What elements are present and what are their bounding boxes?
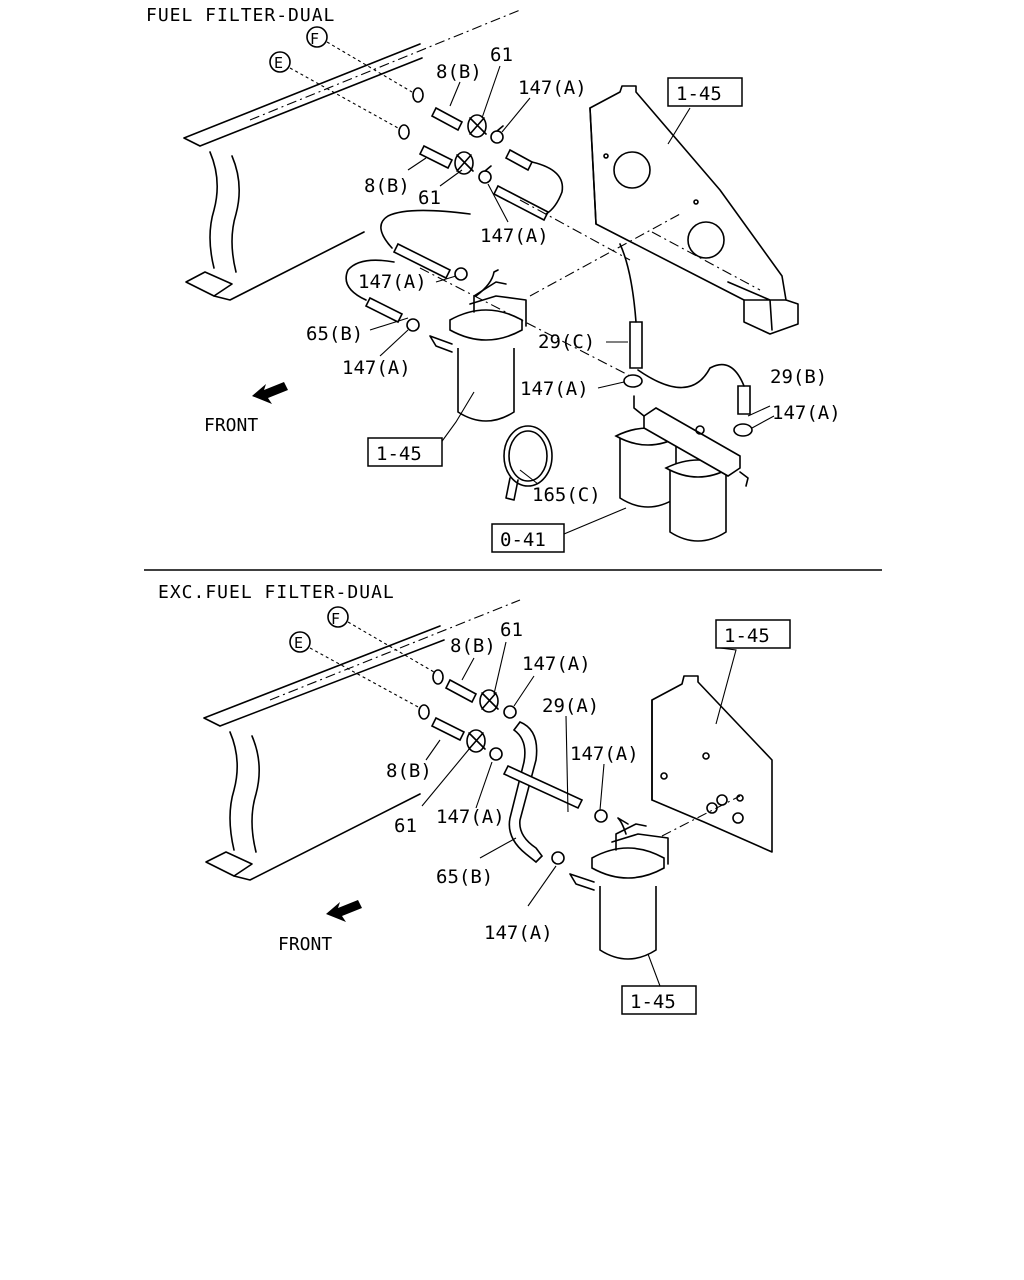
ref-circle-e-bottom: E: [289, 631, 311, 653]
label-61-upper-bottom: 61: [500, 619, 523, 641]
clamp-147a-a-top: [490, 125, 504, 144]
ref-circle-e-top: E: [269, 51, 291, 73]
hose-8b-lower-bottom: [430, 716, 466, 742]
clamp-147a-d-bottom: [551, 851, 565, 865]
clamp-147a-d-top: [406, 318, 420, 332]
pipe-loop-top: [531, 161, 564, 215]
ref-circle-f-bottom: F: [327, 606, 349, 628]
section-title-exc-fuel-filter-dual: EXC.FUEL FILTER-DUAL: [158, 582, 395, 603]
label-8b-upper-bottom: 8(B): [450, 635, 496, 657]
clamp-147a-c-top: [454, 267, 468, 281]
hose-29b-top: [737, 385, 751, 415]
ref-leader-lines-top: [289, 41, 413, 129]
hose-65b-top: [364, 296, 404, 324]
clip-61-lower-top: [454, 151, 474, 175]
label-61-upper-top: 61: [490, 44, 513, 66]
label-147a-1-bottom: 147(A): [522, 653, 591, 675]
clip-61-upper-bottom: [479, 689, 499, 713]
hose-8b-lower-top: [418, 144, 454, 170]
label-165c-top: 165(C): [532, 484, 601, 506]
label-147a-2-top: 147(A): [480, 225, 549, 247]
o-ring-lower-top: [398, 124, 410, 140]
frame-rail-bottom: [203, 599, 521, 881]
clip-61-lower-bottom: [466, 729, 486, 753]
front-label-bottom: FRONT: [278, 934, 332, 955]
label-147a-2-bottom: 147(A): [570, 743, 639, 765]
label-147a-3-bottom: 147(A): [436, 806, 505, 828]
svg-text:E: E: [294, 634, 303, 652]
svg-text:1-45: 1-45: [376, 443, 422, 465]
label-8b-lower-top: 8(B): [364, 175, 410, 197]
centerline-b-top: [529, 213, 681, 297]
fuel-filter-single-top: [429, 269, 527, 422]
o-ring-lower-bottom: [418, 704, 430, 720]
svg-text:F: F: [310, 30, 319, 48]
section-title-fuel-filter-dual: FUEL FILTER-DUAL: [146, 5, 335, 26]
ref-box-145-bracket-top: 1-45: [667, 77, 743, 107]
centerline-a-top: [419, 267, 639, 381]
bracket-plate-bottom: [651, 675, 773, 853]
front-arrow-icon-bottom: [326, 900, 362, 922]
frame-rail-top: [183, 9, 521, 301]
svg-text:1-45: 1-45: [676, 83, 722, 105]
label-147a-5-top: 147(A): [520, 378, 589, 400]
label-147a-4-bottom: 147(A): [484, 922, 553, 944]
hose-long-a-top: [492, 184, 550, 222]
svg-text:1-45: 1-45: [724, 625, 770, 647]
label-29a-bottom: 29(A): [542, 695, 599, 717]
ref-box-145-filter-bottom: 1-45: [621, 985, 697, 1015]
label-147a-4-top: 147(A): [342, 357, 411, 379]
hose-short-top: [504, 148, 534, 172]
ref-circle-f-top: F: [306, 26, 328, 48]
o-ring-upper-bottom: [432, 669, 444, 685]
label-147a-3-top: 147(A): [358, 271, 427, 293]
label-65b-bottom: 65(B): [436, 866, 493, 888]
hose-8b-upper-bottom: [444, 678, 478, 704]
pipe-curve-b-top: [345, 259, 395, 301]
hose-29c-top: [629, 321, 643, 369]
ref-leader-lines-bottom: [309, 621, 435, 709]
hose-long-b-top: [392, 242, 452, 280]
fuel-filter-single-bottom: [569, 817, 669, 960]
ref-box-041-top: 0-41: [491, 523, 565, 553]
label-8b-upper-top: 8(B): [436, 61, 482, 83]
clamp-147a-b-top: [478, 165, 492, 184]
label-61-lower-bottom: 61: [394, 815, 417, 837]
label-8b-lower-bottom: 8(B): [386, 760, 432, 782]
ref-box-145-filter-top: 1-45: [367, 437, 443, 467]
pipe-29b-top: [637, 363, 745, 389]
leader-lines-top: [369, 65, 775, 535]
pipe-29c-top: [619, 243, 637, 323]
hose-8b-upper-top: [430, 106, 464, 132]
hose-65b-bottom: [508, 721, 544, 864]
svg-text:E: E: [274, 54, 283, 72]
clamp-147a-a-bottom: [503, 705, 517, 719]
bracket-plate-top: [519, 85, 799, 335]
svg-text:1-45: 1-45: [630, 991, 676, 1013]
label-147a-1-top: 147(A): [518, 77, 587, 99]
hose-29a-bottom: [502, 764, 584, 810]
pipe-curve-top: [380, 209, 471, 249]
front-arrow-icon-top: [252, 382, 288, 404]
svg-text:0-41: 0-41: [500, 529, 546, 551]
svg-text:F: F: [331, 610, 340, 628]
clip-61-upper-top: [467, 114, 487, 138]
clamp-147a-f-top: [733, 423, 753, 437]
label-61-lower-top: 61: [418, 187, 441, 209]
fuel-filter-dual-top: [614, 395, 749, 542]
o-ring-upper-top: [412, 87, 424, 103]
clamp-147a-c-bottom: [594, 809, 608, 823]
label-147a-6-top: 147(A): [772, 402, 841, 424]
front-label-top: FRONT: [204, 415, 258, 436]
clamp-147a-b-bottom: [489, 747, 503, 761]
label-65b-top: 65(B): [306, 323, 363, 345]
label-29c-top: 29(C): [538, 331, 595, 353]
clamp-147a-e-top: [623, 374, 643, 388]
label-29b-top: 29(B): [770, 366, 827, 388]
band-165c-top: [503, 425, 553, 501]
ref-box-145-bracket-bottom: 1-45: [715, 619, 791, 649]
